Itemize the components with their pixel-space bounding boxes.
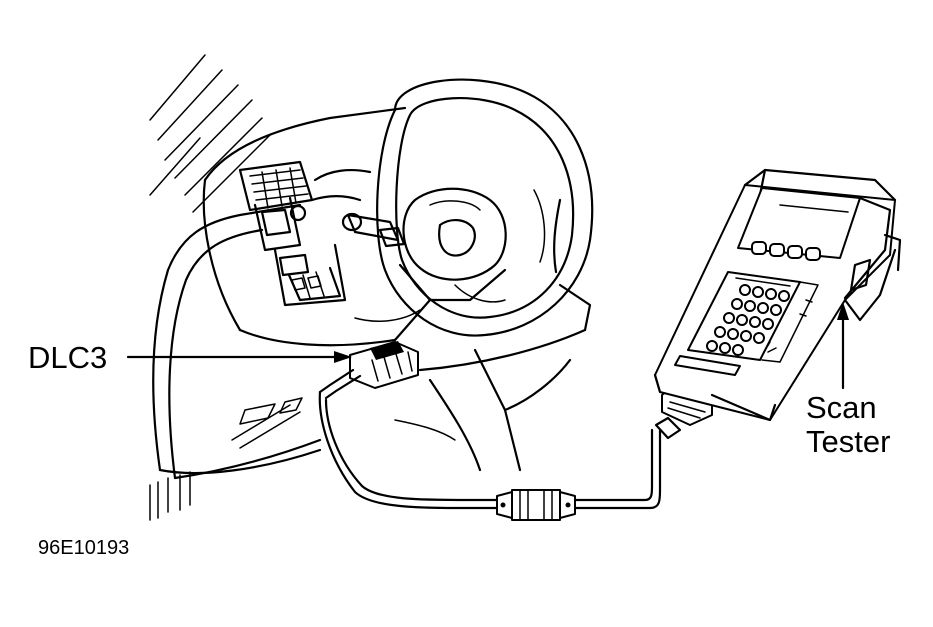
scan-tester-label-line2: Tester (806, 424, 890, 459)
dlc3-connector (318, 341, 419, 400)
steering-column (310, 169, 507, 302)
cable-adapter (496, 489, 576, 521)
dlc3-label: DLC3 (28, 340, 107, 375)
scan-tester-arrow (837, 302, 849, 390)
figure-id: 96E10193 (38, 537, 129, 559)
scan-tester-label-line1: Scan (806, 390, 877, 425)
dlc3-arrow (126, 351, 352, 363)
cable (318, 390, 662, 510)
windshield-pillar (149, 54, 271, 213)
center-console (238, 160, 347, 307)
steering-wheel (376, 78, 594, 337)
scan-tester (653, 168, 902, 440)
dashboard (149, 106, 592, 521)
